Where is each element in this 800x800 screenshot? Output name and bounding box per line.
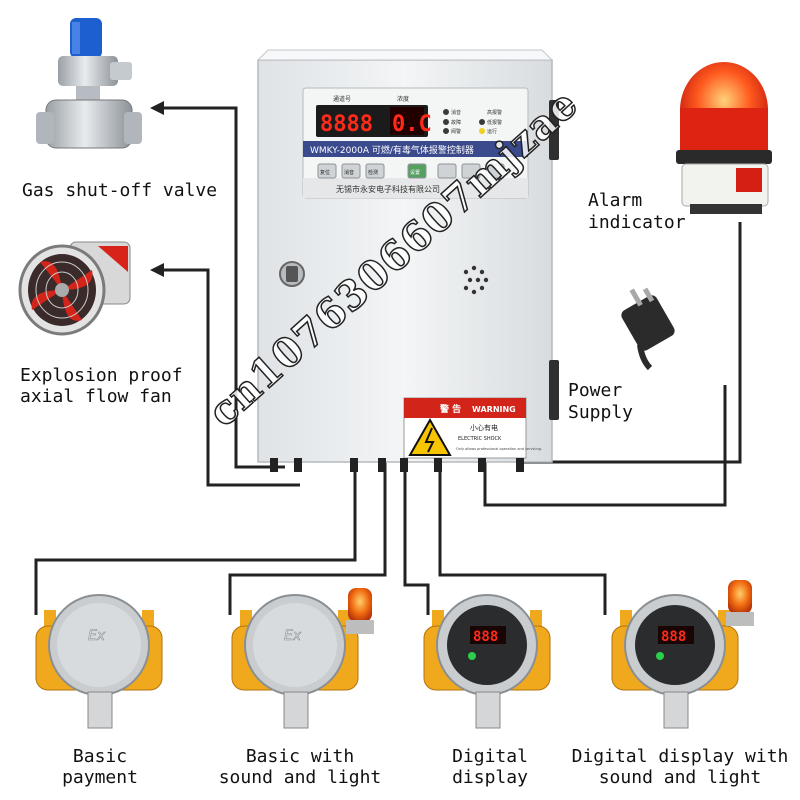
display-digits-left: 8888 [320, 112, 373, 137]
controller-led-group [443, 109, 485, 134]
channel-label: 通道号 [333, 95, 351, 103]
detector-4-line2: sound and light [598, 767, 762, 788]
detector-sound-light-icon [231, 588, 374, 729]
led-label-fault: 故障 [451, 119, 461, 126]
detector-4-readout: 888 [661, 629, 686, 645]
arrow-to-fan [150, 263, 164, 277]
warning-title-cn: 警 告 [440, 403, 461, 415]
wire-to-detector-2 [228, 462, 387, 615]
led-label-valve-alarm: 阀警 [451, 128, 461, 135]
controller-btn-mute: 消音 [344, 169, 354, 176]
arrow-to-valve [150, 101, 164, 115]
warning-title-en: WARNING [472, 405, 516, 414]
controller-btn-setup: 设置 [410, 169, 420, 176]
wire-to-detector-1 [34, 462, 357, 615]
wire-to-detector-4 [438, 462, 607, 615]
warning-sub-cn: 小心有电 [470, 423, 498, 432]
wire-to-alarm [522, 222, 742, 464]
warning-note: Only allows professional operation and s… [456, 447, 542, 451]
speaker-grille-icon [463, 265, 489, 295]
detector-basic-icon [35, 594, 163, 729]
label-fan-line2: axial flow fan [20, 386, 172, 407]
controller-btn-reset: 复位 [320, 169, 330, 176]
controller-cabinet [256, 49, 559, 472]
label-alarm-line1: Alarm [588, 190, 643, 211]
arrowheads [150, 101, 164, 277]
mini-beacon-icon [348, 588, 372, 622]
controller-buttons [317, 163, 505, 179]
detector-2-line2: sound and light [218, 767, 382, 788]
detector-2-label: Basic with sound and light [215, 746, 385, 788]
detector-3-label: Digital display [430, 746, 550, 788]
detector-4-line1: Digital display with [571, 746, 789, 767]
warning-sub-en: ELECTRIC SHOCK [458, 436, 502, 442]
label-power-line2: Supply [568, 402, 634, 423]
detector-2-plate: Ex [284, 628, 302, 644]
led-label-low-alarm: 低报警 [487, 119, 502, 126]
led-label-mute: 消音 [451, 109, 461, 116]
controller-model-line: WMKY-2000A 可燃/有毒气体报警控制器 [310, 144, 474, 156]
detector-3-line2: display [452, 767, 528, 788]
detector-1-label: Basic payment [40, 746, 160, 788]
wire-to-valve [158, 106, 285, 469]
electric-shock-icon [408, 417, 452, 456]
label-fan-line1: Explosion proof [20, 365, 183, 386]
label-alarm-line2: indicator [588, 212, 686, 233]
alarm-beacon-icon [676, 62, 772, 214]
controller-maker: 无锡市永安电子科技有限公司 [336, 184, 440, 194]
mini-beacon-icon [728, 580, 752, 614]
detector-4-label: Digital display with sound and light [570, 746, 790, 788]
label-power-line1: Power [568, 380, 623, 401]
led-label-run: 运行 [487, 128, 497, 135]
display-digits-right: 0.C [392, 112, 432, 137]
wire-to-fan [158, 268, 300, 487]
power-plug-icon [621, 287, 675, 371]
wires [34, 106, 742, 615]
detector-3-line1: Digital [452, 746, 528, 767]
wire-to-power [483, 385, 727, 507]
wire-to-detector-3 [403, 462, 430, 615]
detector-1-plate: Ex [88, 628, 106, 644]
axial-fan-icon [18, 241, 131, 336]
detector-digital-sound-light-icon [611, 580, 754, 729]
detector-digital-icon [423, 594, 551, 729]
detector-3-readout: 888 [473, 629, 498, 645]
controller-btn-test: 检测 [368, 169, 378, 176]
label-gas-valve: Gas shut-off valve [22, 180, 218, 201]
gas-valve-icon [36, 18, 142, 149]
detector-1-line1: Basic [72, 746, 128, 767]
detector-1-line2: payment [62, 767, 138, 788]
led-label-high-alarm: 高报警 [487, 109, 502, 116]
conc-label: 浓度 [397, 95, 409, 103]
detector-2-line1: Basic with [245, 746, 355, 767]
